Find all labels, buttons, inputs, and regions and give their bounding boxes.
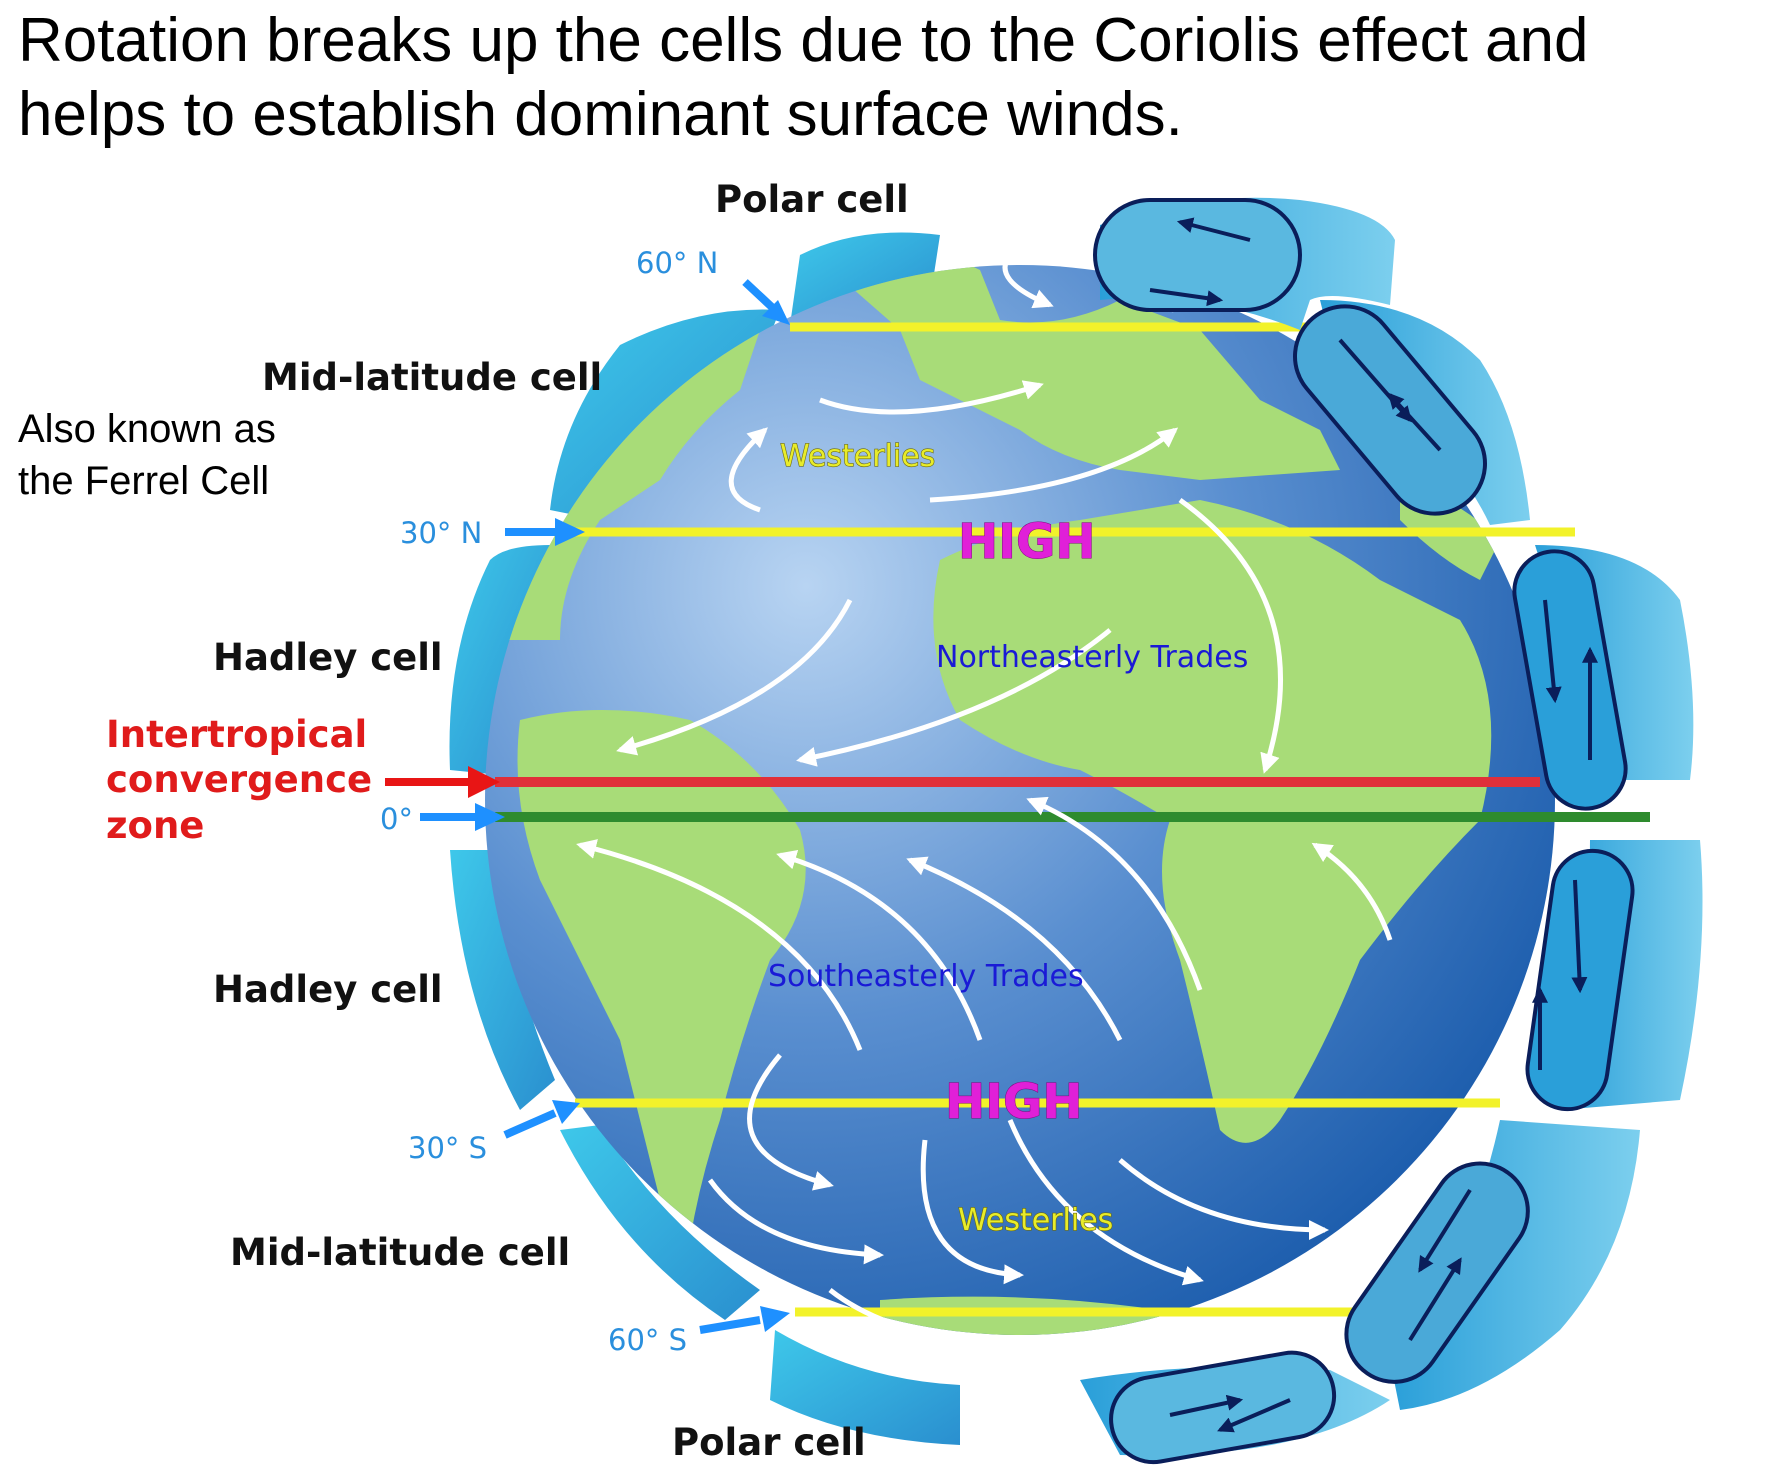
pointer-30s-head (552, 1100, 580, 1124)
slide-heading: Rotation breaks up the cells due to the … (18, 4, 1758, 152)
pointer-60s (699, 1316, 761, 1334)
loop-mid-south (1344, 1161, 1530, 1384)
wind-arrow (828, 1288, 1044, 1355)
circulation-arrow (1571, 879, 1588, 994)
label-itcz-line-1: Intertropical (106, 713, 367, 756)
wind-arrow (1049, 1353, 1154, 1383)
loop-polar-north (1093, 198, 1302, 312)
label-latitude-equator: 0° (380, 802, 413, 836)
wind-arrow (1007, 1119, 1204, 1286)
wind-arrow (707, 1178, 884, 1265)
pointer-30n-head (555, 518, 585, 546)
circulation-arrow (1543, 599, 1562, 704)
wind-arrow (920, 1139, 1024, 1285)
wind-arrow (1178, 497, 1283, 774)
circulation-arrow (1169, 1394, 1244, 1417)
label-mid-latitude-cell-south: Mid-latitude cell (230, 1231, 570, 1274)
label-high-south: HIGH (945, 1074, 1083, 1130)
right-cell-tiles (1080, 197, 1703, 1465)
label-latitude-30s: 30° S (408, 1131, 487, 1165)
pointer-60n (742, 279, 778, 313)
pointer-30s (503, 1109, 557, 1139)
wind-arrows (576, 253, 1393, 1383)
label-hadley-cell-north: Hadley cell (213, 636, 443, 679)
loop-hadley-north (1512, 549, 1628, 811)
label-latitude-30n: 30° N (400, 516, 482, 550)
slide-heading-line-1: Rotation breaks up the cells due to the … (18, 6, 1589, 75)
label-northeasterly-trades: Northeasterly Trades (936, 640, 1248, 675)
wind-arrow (776, 850, 983, 1041)
circulation-arrow (1217, 1398, 1291, 1433)
label-polar-cell-north: Polar cell (715, 178, 909, 221)
circulation-arrow (1387, 392, 1442, 452)
circulation-arrow (1176, 217, 1251, 242)
wind-arrow (576, 839, 863, 1051)
label-polar-cell-south: Polar cell (672, 1421, 866, 1464)
globe (485, 253, 1650, 1383)
slide-heading-line-2: helps to establish dominant surface wind… (18, 80, 1183, 149)
wind-arrow (819, 380, 1044, 415)
wind-arrow (1002, 253, 1054, 309)
circulation-arrow (1149, 288, 1224, 307)
ferrel-cell-note: Also known as the Ferrel Cell (18, 403, 276, 507)
pointer-60s-head (760, 1306, 790, 1332)
loop-polar-south (1109, 1350, 1337, 1465)
label-westerlies-north: Westerlies (780, 439, 935, 474)
circulation-arrow (1418, 1188, 1472, 1273)
ferrel-cell-note-line-1: Also known as (18, 407, 276, 451)
label-mid-latitude-cell-north: Mid-latitude cell (262, 356, 602, 399)
wind-arrow (616, 598, 853, 756)
wind-arrow (1118, 1158, 1329, 1240)
wind-arrow (1026, 796, 1203, 991)
itcz-pointer-head (468, 766, 500, 798)
wind-arrow (1049, 1325, 1224, 1346)
tile-left-polar-south (770, 1330, 960, 1445)
label-latitude-60s: 60° S (608, 1323, 687, 1357)
tile-left-hadley-south (450, 850, 555, 1110)
ferrel-cell-note-line-2: the Ferrel Cell (18, 459, 270, 503)
wind-arrow (906, 856, 1123, 1042)
label-itcz-line-2: convergence (106, 758, 372, 801)
label-hadley-cell-south: Hadley cell (213, 968, 443, 1011)
tile-left-mid-south (560, 1125, 760, 1320)
label-latitude-60n: 60° N (636, 246, 718, 280)
wind-arrow (728, 427, 768, 513)
wind-arrow (929, 427, 1179, 503)
label-westerlies-south: Westerlies (958, 1203, 1113, 1238)
pointer-equator-head (475, 803, 505, 831)
circulation-arrow (1408, 1257, 1462, 1342)
loop-mid-north (1293, 304, 1487, 516)
wind-arrow (1311, 842, 1393, 941)
label-southeasterly-trades: Southeasterly Trades (768, 959, 1084, 994)
label-itcz-line-3: zone (106, 804, 204, 847)
latitude-pointers (420, 279, 790, 1334)
circulation-arrows (1149, 217, 1598, 1433)
land-greenland-europe (820, 265, 1340, 480)
label-high-north: HIGH (958, 514, 1096, 570)
pointer-60n-head (762, 300, 790, 325)
itcz-pointer (385, 766, 500, 798)
tile-right-mid-south (1390, 1120, 1640, 1410)
wind-arrow (747, 1053, 834, 1191)
wind-arrow (796, 628, 1112, 767)
